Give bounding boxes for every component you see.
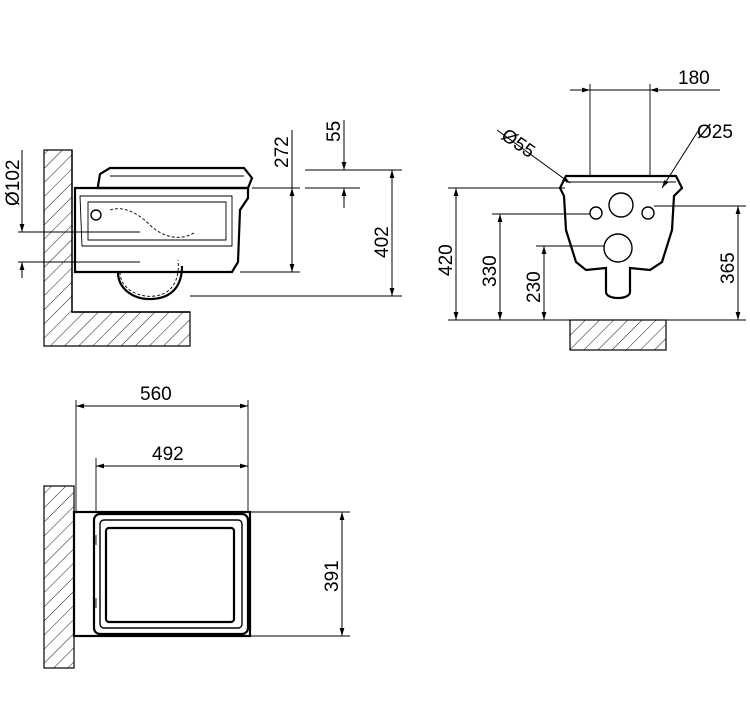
dim-top-length-inner: 492	[152, 444, 184, 465]
floor-hatch	[569, 319, 667, 351]
dim-rear-height-total: 420	[436, 244, 457, 276]
dim-hole-right: Ø25	[697, 122, 733, 143]
trap-dashed	[109, 208, 196, 297]
dim-rear-height-right: 365	[718, 252, 739, 284]
wall-hatch	[43, 149, 191, 347]
dim-seat-height: 272	[272, 136, 293, 168]
rear-hole-left	[589, 206, 603, 220]
dim-rear-height-low: 230	[524, 271, 545, 303]
top-view: 560 492 391	[43, 384, 350, 669]
rear-hole-right	[641, 206, 655, 220]
dim-rear-height-mid: 330	[480, 255, 501, 287]
wall-hatch-top	[43, 485, 75, 669]
rear-hole-center	[608, 192, 634, 218]
outlet-circle	[90, 209, 102, 221]
toilet-lid-side	[96, 166, 254, 190]
toilet-body-rear	[558, 174, 684, 300]
rear-view: 180 Ø55 Ø25 420 330 230 365	[436, 68, 746, 351]
dim-top-length-outer: 560	[140, 384, 172, 405]
dim-top-width: 391	[322, 560, 343, 592]
dim-top-offset: 55	[324, 121, 345, 142]
dim-total-height: 402	[372, 226, 393, 258]
toilet-body-top	[72, 510, 252, 638]
toilet-body-side	[73, 186, 250, 274]
side-view: Ø102 272 55 402	[3, 120, 402, 347]
dim-hole-left: Ø55	[497, 125, 538, 163]
seat-opening-top	[104, 526, 236, 624]
rear-outlet	[603, 233, 633, 263]
dim-rear-width: 180	[678, 68, 710, 89]
dim-outlet-diameter: Ø102	[3, 160, 24, 206]
